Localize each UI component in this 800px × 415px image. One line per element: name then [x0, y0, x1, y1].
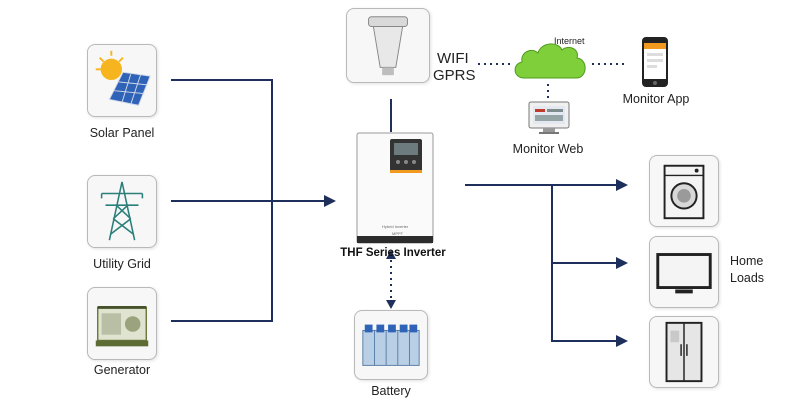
generator-label: Generator	[93, 363, 151, 377]
utility-tower-icon	[100, 181, 144, 241]
battery-label: Battery	[371, 384, 411, 398]
arrowheads	[324, 179, 628, 347]
wifi-text: WIFI	[437, 50, 469, 67]
refrigerator-icon	[665, 321, 703, 383]
inverter-label: THF Series Inverter	[340, 247, 446, 259]
monitor-app-label: Monitor App	[622, 92, 690, 106]
washing-machine-icon	[663, 164, 705, 220]
antenna-icon	[368, 16, 408, 76]
internet-label: Internet	[554, 36, 585, 46]
home-loads-label: Home Loads	[730, 253, 764, 287]
inverter-badge-text: MPPT	[392, 231, 404, 236]
cloud-icon	[514, 43, 586, 79]
solar-panel-icon	[95, 50, 151, 106]
monitor-web-device	[527, 100, 571, 136]
monitor-web-label: Monitor Web	[512, 142, 584, 156]
load-card-television	[649, 236, 719, 308]
inverter-unit: Hybrid Inverter MPPT	[356, 132, 434, 244]
television-icon	[656, 253, 712, 294]
utility-grid-card	[87, 175, 157, 248]
battery-icon	[362, 324, 420, 366]
load-branch	[551, 185, 618, 342]
antenna-card	[346, 8, 430, 83]
generator-card	[87, 287, 157, 360]
battery-card	[354, 310, 428, 380]
gprs-text: GPRS	[433, 67, 476, 84]
load-card-washing-machine	[649, 155, 719, 227]
load-card-refrigerator	[649, 316, 719, 388]
smartphone-icon	[642, 37, 668, 87]
inverter-icon	[356, 132, 434, 244]
utility-grid-label: Utility Grid	[93, 257, 151, 271]
home-loads-line1: Home	[730, 254, 764, 268]
home-loads-line2: Loads	[730, 271, 765, 285]
monitor-app-device	[641, 36, 669, 88]
internet-cloud	[510, 32, 592, 84]
solar-panel-label: Solar Panel	[89, 126, 155, 140]
generator-icon	[95, 306, 149, 347]
solar-panel-card	[87, 44, 157, 117]
computer-monitor-icon	[528, 101, 570, 134]
inverter-panel-text: Hybrid Inverter	[382, 224, 409, 229]
